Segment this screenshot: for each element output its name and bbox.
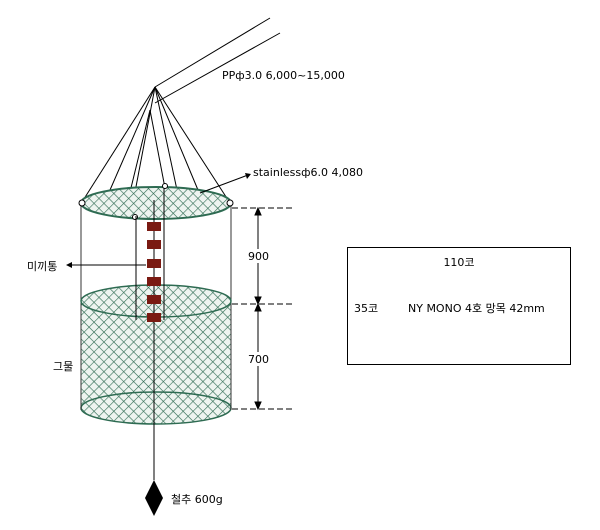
ring-label: stainlessф6.0 4,080: [253, 166, 363, 179]
dimensions: [232, 206, 292, 411]
bait-box: [147, 222, 161, 231]
sinker: [145, 410, 163, 516]
top-ring: [78, 183, 234, 220]
net-spec-box: 110코 35코 NY MONO 4호 망목 42mm: [347, 247, 571, 365]
bait-column: [135, 188, 165, 430]
bait-box: [147, 295, 161, 304]
bait-leader: [66, 262, 146, 268]
dim-upper-label: 900: [248, 250, 269, 263]
net-label: 그물: [53, 360, 73, 373]
bridle-lines: [81, 86, 231, 204]
bait-box: [147, 259, 161, 268]
bait-box: [147, 313, 161, 322]
bait-box: [147, 277, 161, 286]
ring-leader: [199, 173, 251, 194]
bait-label: 미끼통: [27, 260, 57, 273]
main-rope: [154, 17, 281, 104]
spec-left-label: 35코: [354, 302, 379, 315]
rope-label: PPф3.0 6,000~15,000: [222, 69, 345, 82]
sinker-label: 철추 600g: [171, 493, 223, 506]
dim-lower-label: 700: [248, 353, 269, 366]
spec-material-label: NY MONO 4호 망목 42mm: [408, 302, 545, 315]
bait-box: [147, 240, 161, 249]
spec-top-label: 110코: [443, 256, 475, 269]
